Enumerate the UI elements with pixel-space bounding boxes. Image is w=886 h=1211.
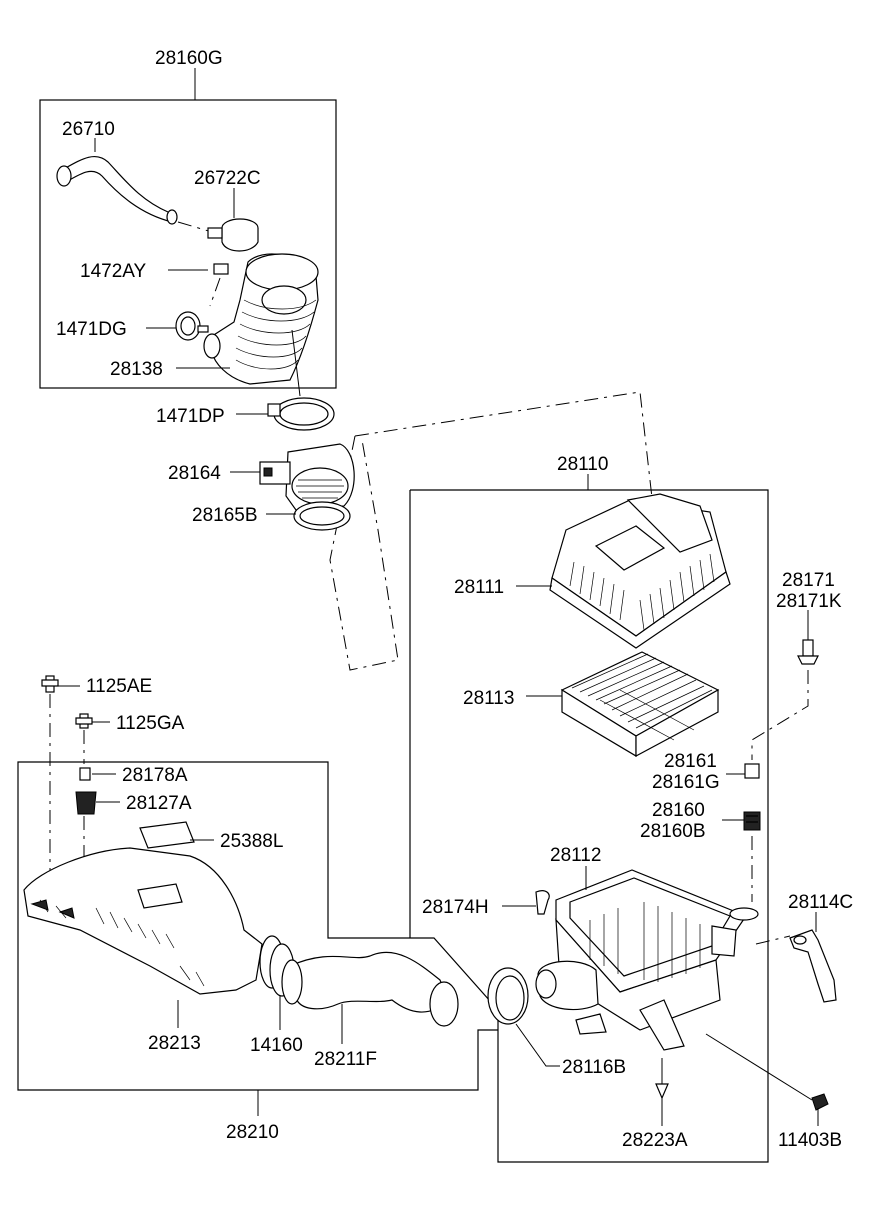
intake-hose-28138	[203, 253, 319, 385]
dash-1472AY	[209, 277, 221, 307]
frame-28210-and-28110	[17, 489, 769, 1163]
label-26710: 26710	[62, 119, 115, 140]
label-28138: 28138	[110, 359, 163, 380]
label-28165B: 28165B	[192, 505, 258, 526]
label-28160: 28160	[652, 800, 705, 821]
hose-26710	[56, 156, 178, 225]
label-28171K: 28171K	[776, 591, 842, 612]
label-25388L	[139, 821, 195, 849]
label-28114C: 28114C	[788, 892, 853, 913]
bolt-28171	[797, 639, 819, 665]
label-1472AY: 1472AY	[80, 261, 147, 282]
label-28111: 28111	[454, 577, 504, 598]
label-25388L: 25388L	[220, 831, 283, 852]
ring-28165B	[293, 501, 351, 531]
bracket-28114C	[789, 929, 837, 1003]
clamp-1471DG	[175, 311, 209, 341]
cover-28111	[549, 493, 731, 649]
label-1471DP: 1471DP	[156, 406, 225, 427]
label-28171: 28171	[782, 570, 835, 591]
label-28116B: 28116B	[562, 1057, 626, 1078]
valve-26722C	[207, 218, 259, 252]
sensor-28164	[259, 443, 355, 511]
grommet-28127A	[75, 791, 97, 815]
clamp-1471DP	[267, 397, 335, 431]
bolt-11403B	[811, 1093, 829, 1111]
grommet-28160	[743, 811, 761, 831]
collar-28161	[744, 763, 760, 779]
label-1125GA: 1125GA	[116, 713, 185, 734]
label-28127A: 28127A	[126, 793, 192, 814]
label-28161: 28161	[664, 751, 717, 772]
plug-1472AY	[213, 263, 229, 275]
leader-28116B	[515, 1023, 560, 1067]
fastener-28223A	[655, 1058, 669, 1100]
line-28138-1471DP	[291, 329, 301, 397]
label-28112: 28112	[550, 845, 601, 866]
case-28112	[535, 869, 759, 1051]
clip-28174H	[535, 890, 550, 915]
label-28164: 28164	[168, 463, 221, 484]
label-28160G: 28160G	[155, 48, 223, 69]
label-28110: 28110	[557, 454, 608, 475]
label-14160: 14160	[250, 1035, 303, 1056]
collar-28178A	[79, 767, 91, 781]
label-28113: 28113	[463, 688, 514, 709]
ring-28116B	[487, 967, 529, 1025]
label-28223A: 28223A	[622, 1130, 688, 1151]
label-28210: 28210	[226, 1122, 279, 1143]
frame-28160G	[39, 99, 337, 389]
cover-28213	[23, 847, 263, 995]
label-1471DG: 1471DG	[56, 319, 127, 340]
leader-11403B-line	[705, 1033, 813, 1101]
label-28160B: 28160B	[640, 821, 706, 842]
duct-28211F	[281, 951, 459, 1027]
label-28178A: 28178A	[122, 765, 188, 786]
label-11403B: 11403B	[778, 1130, 842, 1151]
dash-26710-26722C	[177, 221, 213, 233]
label-28161G: 28161G	[652, 772, 720, 793]
projection-line-lower	[329, 435, 399, 671]
label-1125AE: 1125AE	[86, 676, 152, 697]
bolt-1125AE	[41, 675, 59, 693]
dash-28114C	[755, 935, 791, 945]
label-28213: 28213	[148, 1033, 201, 1054]
label-28211F: 28211F	[314, 1049, 377, 1070]
label-26722C: 26722C	[194, 168, 261, 189]
bolt-1125GA	[75, 713, 93, 729]
dash-28171	[751, 670, 809, 760]
filter-28113	[560, 651, 720, 758]
projection-line-upper	[354, 391, 653, 499]
label-28174H: 28174H	[422, 897, 489, 918]
